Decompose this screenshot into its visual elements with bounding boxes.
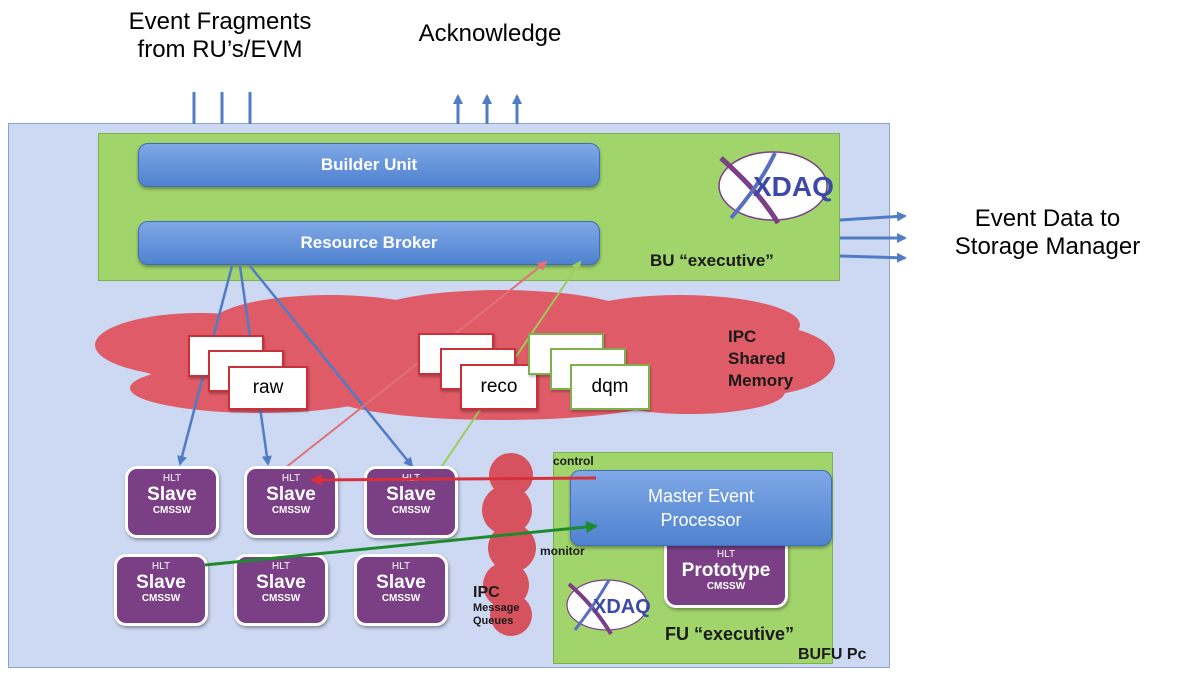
xdaq-text: XDAQ	[593, 596, 651, 618]
hlt-slave: HLT Slave CMSSW	[244, 466, 338, 538]
incoming-fragment-lines	[192, 92, 252, 124]
hlt-slave: HLT Slave CMSSW	[234, 554, 328, 626]
ipc-shared-line2: Shared	[728, 349, 786, 368]
slave-sub: CMSSW	[152, 505, 192, 516]
master-line2: Processor	[660, 510, 742, 530]
xdaq-text: XDAQ	[753, 171, 833, 202]
ipc-shared-line3: Memory	[728, 371, 794, 390]
ipc-queue-line2: Message	[473, 602, 520, 614]
monitor-label: monitor	[540, 544, 585, 558]
master-line1: Master Event	[647, 486, 755, 506]
slave-sub: CMSSW	[261, 593, 301, 604]
event-fragments-label: Event Fragments from RU’s/EVM	[95, 8, 345, 64]
event-data-line2: Storage Manager	[954, 233, 1141, 260]
ipc-queue-line1: IPC	[473, 584, 500, 601]
slave-sub: CMSSW	[141, 593, 181, 604]
event-fragments-line2: from RU’s/EVM	[137, 36, 303, 63]
hlt-slave: HLT Slave CMSSW	[364, 466, 458, 538]
event-fragments-line1: Event Fragments	[128, 8, 312, 35]
xdaq-logo-bu: XDAQ	[718, 151, 833, 225]
hlt-slave: HLT Slave CMSSW	[114, 554, 208, 626]
acknowledge-arrows	[453, 94, 522, 124]
prototype-name: Prototype	[681, 560, 771, 581]
resource-broker: Resource Broker	[138, 221, 600, 265]
ipc-shared-memory-label: IPC Shared Memory	[728, 326, 793, 392]
ipc-queue-label: IPC Message Queues	[473, 584, 519, 628]
ipc-shared-line1: IPC	[728, 327, 757, 346]
fu-executive-label: FU “executive”	[665, 624, 795, 644]
slave-hlt: HLT	[281, 473, 301, 484]
slave-name: Slave	[376, 572, 426, 593]
slave-hlt: HLT	[271, 561, 291, 572]
event-data-arrows	[839, 211, 907, 263]
prototype-hlt: HLT	[716, 549, 736, 560]
bu-executive-label: BU “executive”	[650, 251, 774, 270]
slave-name: Slave	[266, 484, 316, 505]
event-data-label: Event Data to Storage Manager	[920, 205, 1175, 261]
slave-hlt: HLT	[151, 561, 171, 572]
hlt-slave: HLT Slave CMSSW	[125, 466, 219, 538]
slave-sub: CMSSW	[381, 593, 421, 604]
acknowledge-label: Acknowledge	[418, 20, 562, 47]
dqm-buffer: dqm	[570, 364, 650, 410]
hlt-slave: HLT Slave CMSSW	[354, 554, 448, 626]
prototype-sub: CMSSW	[706, 581, 746, 592]
slave-sub: CMSSW	[391, 505, 431, 516]
ipc-queue-line3: Queues	[473, 615, 514, 627]
reco-return-arrow	[279, 260, 548, 473]
control-label: control	[553, 454, 594, 468]
master-event-processor: Master Event Processor	[570, 470, 832, 546]
slave-hlt: HLT	[391, 561, 411, 572]
slave-name: Slave	[147, 484, 197, 505]
bufu-pc-label: BUFU Pc	[798, 646, 867, 663]
event-data-line1: Event Data to	[974, 205, 1121, 232]
reco-buffer: reco	[460, 364, 538, 410]
slave-name: Slave	[136, 572, 186, 593]
raw-buffer: raw	[228, 366, 308, 410]
slave-sub: CMSSW	[271, 505, 311, 516]
slave-name: Slave	[256, 572, 306, 593]
xdaq-logo-fu: XDAQ	[566, 579, 651, 636]
slave-hlt: HLT	[162, 473, 182, 484]
slave-name: Slave	[386, 484, 436, 505]
builder-unit: Builder Unit	[138, 143, 600, 187]
